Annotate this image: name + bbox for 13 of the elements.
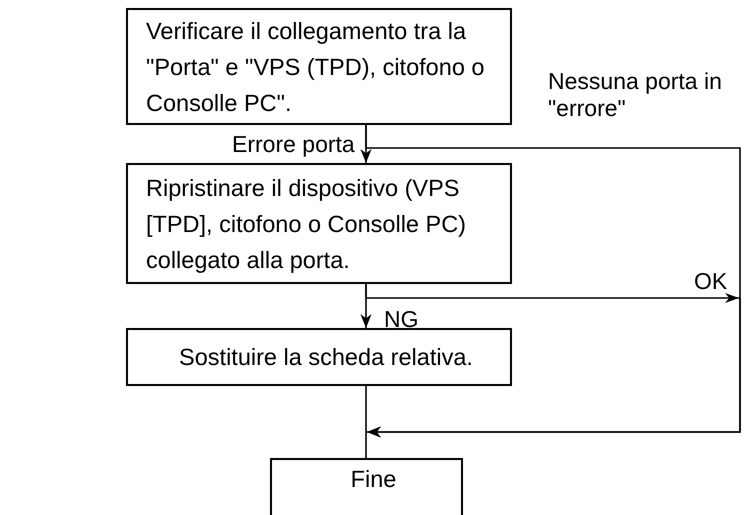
edge-label: Nessuna porta in "errore" [548,68,723,122]
process-box [126,163,512,284]
box-text: Verificare il collegamento tra la "Porta" e "VPS (TPD), citofono o Consolle PC". [146,16,486,118]
arrow [365,284,741,438]
process-box [126,328,512,386]
process-box [126,8,512,125]
edge-label: OK [694,268,728,295]
edge-label: Errore porta [232,131,356,158]
process-box [270,458,463,515]
box-text: Sostituire la scheda relativa. [179,343,473,372]
box-text: Fine [350,465,396,494]
box-text: Ripristinare il dispositivo (VPS [TPD], citofono o Consolle PC) collegato alla porta. [146,174,467,275]
edge-label: NG [384,306,420,333]
